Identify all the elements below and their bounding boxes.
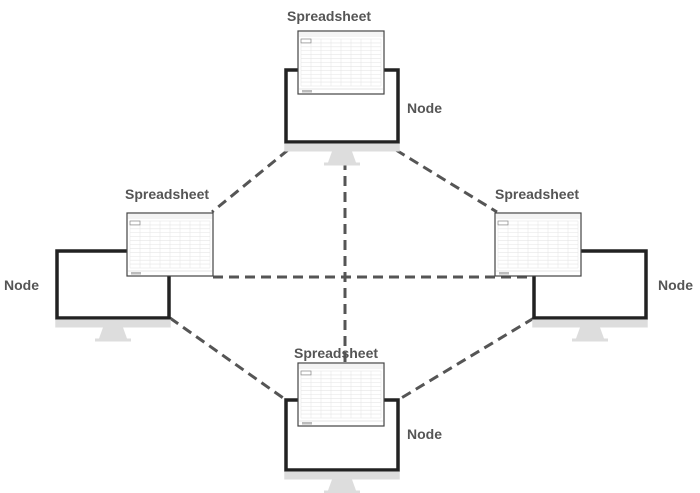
spreadsheet-sheet-tab [131, 272, 141, 275]
spreadsheet-label-bottom: Spreadsheet [294, 345, 379, 361]
spreadsheet-selected-cell [129, 220, 141, 226]
spreadsheet-label-top: Spreadsheet [287, 8, 372, 24]
spreadsheet-window-bottom [297, 362, 385, 427]
spreadsheet-window-left [126, 212, 214, 277]
connection-top-left [211, 148, 289, 214]
monitor-chin-right [532, 319, 648, 328]
monitor-stand-left [99, 327, 127, 339]
spreadsheet-toolbar-bottom [299, 364, 383, 369]
monitor-stand-bottom [328, 479, 356, 491]
spreadsheet-label-left: Spreadsheet [125, 186, 210, 202]
monitor-chin-left [55, 319, 171, 328]
spreadsheet-selected-cell [497, 220, 509, 226]
spreadsheet-selected-cell [300, 38, 312, 44]
connections [169, 148, 535, 402]
node-label-left: Node [4, 277, 39, 293]
connection-right-bottom [397, 316, 535, 402]
computers [55, 30, 648, 493]
node-label-top: Node [407, 100, 442, 116]
spreadsheet-toolbar-right [496, 214, 580, 219]
monitor-chin-bottom [284, 471, 400, 480]
spreadsheet-label-right: Spreadsheet [495, 186, 580, 202]
monitor-foot-right [572, 338, 608, 342]
connection-top-right [395, 148, 498, 214]
node-label-right: Node [658, 277, 693, 293]
node-label-bottom: Node [407, 426, 442, 442]
spreadsheet-selected-cell [300, 370, 312, 376]
spreadsheet-window-top [297, 30, 385, 95]
monitor-stand-right [576, 327, 604, 339]
monitor-stand-top [328, 151, 356, 163]
spreadsheet-toolbar-top [299, 32, 383, 37]
spreadsheet-sheet-tab [302, 422, 312, 425]
spreadsheet-toolbar-left [128, 214, 212, 219]
connection-left-bottom [169, 316, 287, 402]
spreadsheet-sheet-tab [302, 90, 312, 93]
monitor-foot-left [95, 338, 131, 342]
monitor-foot-bottom [324, 490, 360, 493]
spreadsheet-window-right [494, 212, 582, 277]
spreadsheet-sheet-tab [499, 272, 509, 275]
monitor-foot-top [324, 162, 360, 166]
monitor-chin-top [284, 143, 400, 152]
